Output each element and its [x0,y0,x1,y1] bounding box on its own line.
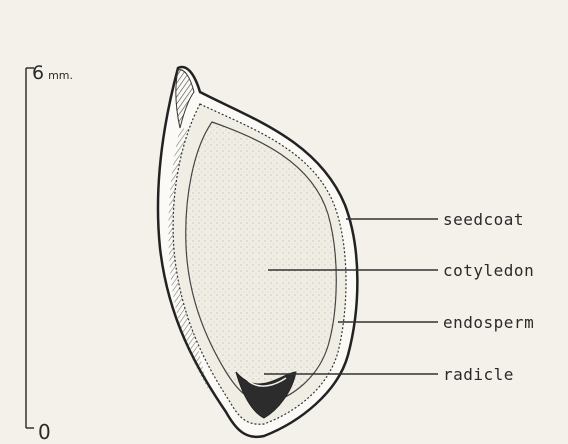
label-radicle: radicle [443,365,514,384]
scale-bar [26,68,34,428]
label-endosperm: endosperm [443,313,534,332]
label-seedcoat: seedcoat [443,210,524,229]
scale-top-value: 6 [32,62,44,84]
scale-bottom-label: 0 [38,420,51,444]
scale-top-label: 6 mm. [32,62,73,84]
label-cotyledon: cotyledon [443,261,534,280]
scale-unit: mm. [48,69,73,82]
